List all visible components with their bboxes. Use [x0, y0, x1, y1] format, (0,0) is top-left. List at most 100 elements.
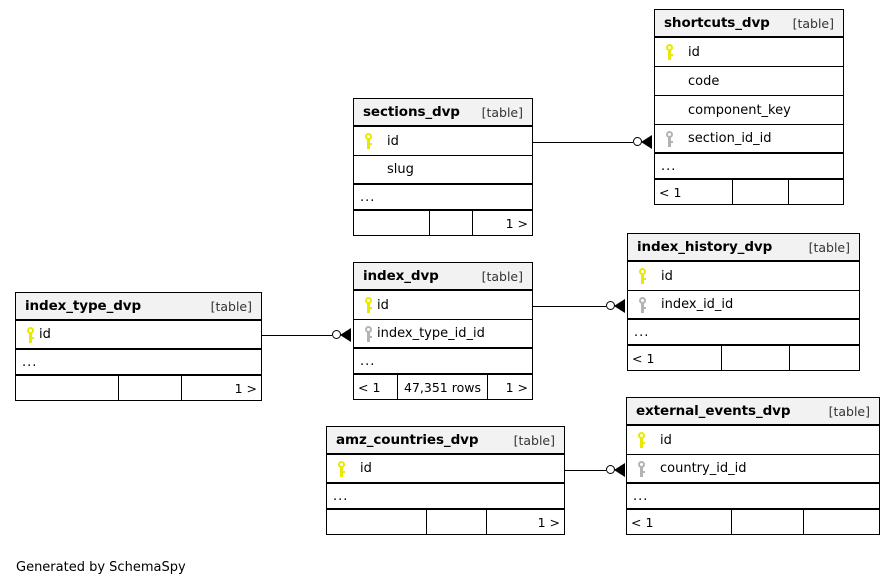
more-columns-indicator[interactable]: ...	[327, 484, 564, 510]
primary-key-icon	[634, 267, 651, 285]
table-type-tag: [table]	[481, 268, 523, 284]
table-footer-sections_dvp: 1 >	[354, 211, 532, 235]
column-label: component_key	[688, 102, 791, 118]
footer-row-count: 47,351 rows	[398, 375, 488, 399]
more-columns-indicator[interactable]: ...	[655, 154, 843, 180]
primary-key-icon	[22, 326, 39, 344]
footer-parents-count[interactable]: < 1	[628, 346, 722, 370]
column-label: slug	[387, 162, 414, 177]
column-row-code[interactable]: code	[655, 67, 843, 96]
footer-parents-count	[354, 211, 430, 235]
no-key-placeholder	[661, 101, 678, 119]
table-sections_dvp[interactable]: sections_dvp [table] id slug ... 1 >	[353, 98, 533, 236]
footer-row-count	[722, 346, 790, 370]
column-row-index_type_id_id[interactable]: index_type_id_id	[354, 320, 532, 349]
footer-parents-count	[327, 510, 427, 534]
footer-row-count	[733, 180, 789, 204]
more-columns-indicator[interactable]: ...	[627, 484, 879, 510]
table-header-index_dvp: index_dvp [table]	[354, 263, 532, 291]
table-index_dvp[interactable]: index_dvp [table] id index_type_id_id ..…	[353, 262, 533, 400]
primary-key-icon	[360, 132, 377, 150]
table-header-index_type_dvp: index_type_dvp [table]	[16, 293, 261, 321]
table-footer-index_history_dvp: < 1	[628, 346, 859, 370]
column-row-id[interactable]: id	[354, 127, 532, 156]
crows-foot-many-marker	[340, 328, 351, 342]
more-columns-indicator[interactable]: ...	[16, 350, 261, 376]
column-label: id	[688, 44, 700, 60]
more-columns-indicator[interactable]: ...	[628, 320, 859, 346]
footer-children-count[interactable]: 1 >	[234, 380, 257, 396]
footer-children-count	[804, 510, 879, 534]
column-row-id[interactable]: id	[628, 262, 859, 291]
crows-foot-many-marker	[641, 135, 652, 149]
column-row-id[interactable]: id	[655, 38, 843, 67]
footer-children-count[interactable]: 1 >	[505, 379, 528, 395]
foreign-key-icon	[634, 296, 651, 314]
column-row-slug[interactable]: slug	[354, 156, 532, 185]
column-row-id[interactable]: id	[627, 426, 879, 455]
table-index_type_dvp[interactable]: index_type_dvp [table] id ... 1 >	[15, 292, 262, 401]
table-header-amz_countries_dvp: amz_countries_dvp [table]	[327, 427, 564, 455]
table-title: index_type_dvp	[25, 298, 142, 314]
crows-foot-many-marker	[614, 463, 625, 477]
foreign-key-icon	[360, 325, 377, 343]
column-label: id	[39, 327, 51, 342]
foreign-key-icon	[633, 460, 650, 478]
table-type-tag: [table]	[513, 432, 555, 448]
column-row-section_id_id[interactable]: section_id_id	[655, 125, 843, 154]
table-title: index_dvp	[363, 268, 439, 284]
footer-children-count	[790, 346, 859, 370]
footer-parents-count[interactable]: < 1	[627, 510, 732, 534]
column-label: index_id_id	[661, 297, 734, 312]
footer-children-count[interactable]: 1 >	[505, 215, 528, 231]
column-label: id	[660, 432, 672, 448]
table-header-shortcuts_dvp: shortcuts_dvp [table]	[655, 10, 843, 38]
column-row-component_key[interactable]: component_key	[655, 96, 843, 125]
table-footer-amz_countries_dvp: 1 >	[327, 510, 564, 534]
table-header-external_events_dvp: external_events_dvp [table]	[627, 398, 879, 426]
column-label: section_id_id	[688, 131, 772, 146]
no-key-placeholder	[661, 72, 678, 90]
relationship-line	[262, 335, 332, 336]
table-footer-index_type_dvp: 1 >	[16, 376, 261, 400]
table-footer-shortcuts_dvp: < 1	[655, 180, 843, 204]
footer-children-count[interactable]: 1 >	[537, 514, 560, 530]
column-row-country_id_id[interactable]: country_id_id	[627, 455, 879, 484]
footer-children-count[interactable]	[789, 180, 843, 204]
primary-key-icon	[360, 296, 377, 314]
table-header-index_history_dvp: index_history_dvp [table]	[628, 234, 859, 262]
footer-parents-count	[16, 376, 119, 400]
column-row-index_id_id[interactable]: index_id_id	[628, 291, 859, 320]
relationship-line	[565, 470, 606, 471]
column-row-id[interactable]: id	[327, 455, 564, 484]
column-label: id	[360, 461, 372, 476]
footer-parents-count[interactable]: < 1	[655, 180, 733, 204]
crows-foot-many-marker	[614, 299, 625, 313]
table-type-tag: [table]	[481, 104, 523, 120]
primary-key-icon	[633, 431, 650, 449]
column-label: index_type_id_id	[377, 326, 485, 341]
column-row-id[interactable]: id	[354, 291, 532, 320]
table-index_history_dvp[interactable]: index_history_dvp [table] id index_id_id…	[627, 233, 860, 371]
footer-row-count	[732, 510, 804, 534]
primary-key-icon	[661, 43, 678, 61]
more-columns-indicator[interactable]: ...	[354, 349, 532, 375]
table-shortcuts_dvp[interactable]: shortcuts_dvp [table] id code component_…	[654, 9, 844, 205]
column-label: id	[377, 297, 389, 313]
table-amz_countries_dvp[interactable]: amz_countries_dvp [table] id ... 1 >	[326, 426, 565, 535]
table-external_events_dvp[interactable]: external_events_dvp [table] id country_i…	[626, 397, 880, 535]
more-columns-indicator[interactable]: ...	[354, 185, 532, 211]
table-type-tag: [table]	[210, 298, 252, 314]
table-footer-external_events_dvp: < 1	[627, 510, 879, 534]
footer-row-count	[119, 376, 182, 400]
footer-parents-count[interactable]: < 1	[354, 375, 398, 399]
table-title: shortcuts_dvp	[664, 15, 770, 31]
table-title: amz_countries_dvp	[336, 432, 479, 448]
table-type-tag: [table]	[828, 403, 870, 419]
table-title: sections_dvp	[363, 104, 460, 120]
no-key-placeholder	[360, 161, 377, 179]
foreign-key-icon	[661, 130, 678, 148]
table-header-sections_dvp: sections_dvp [table]	[354, 99, 532, 127]
column-row-id[interactable]: id	[16, 321, 261, 350]
